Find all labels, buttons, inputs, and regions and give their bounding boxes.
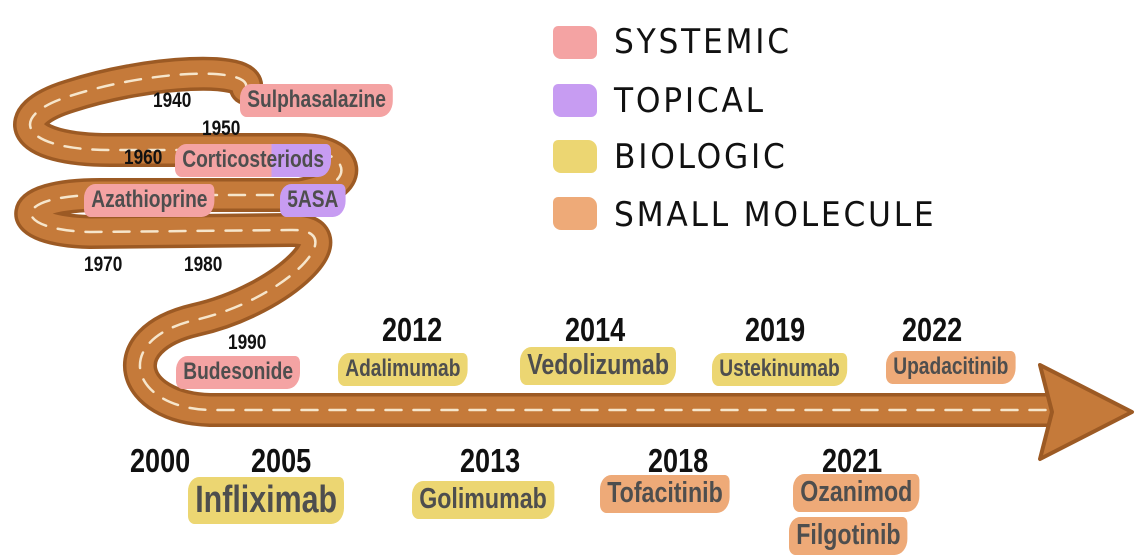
- drug-ozanimod: Ozanimod: [793, 474, 920, 512]
- legend-swatch-biologic: [553, 140, 597, 173]
- year-1980: 1980: [184, 254, 222, 275]
- legend-swatch-topical: [553, 84, 597, 117]
- year-2012: 2012: [382, 313, 442, 346]
- legend-swatch-systemic: [553, 26, 597, 59]
- year-1960: 1960: [124, 147, 162, 168]
- year-2019: 2019: [745, 313, 805, 346]
- year-1970: 1970: [84, 254, 122, 275]
- drug-tofacitinib: Tofacitinib: [600, 475, 730, 513]
- legend-label-small-molecule: SMALL MOLECULE: [614, 198, 936, 232]
- year-2021: 2021: [822, 444, 882, 477]
- road-arrow-head: [1040, 365, 1132, 459]
- drug-upadacitinib: Upadacitinib: [886, 351, 1016, 384]
- drug-5asa: 5ASA: [280, 184, 346, 217]
- drug-adalimumab: Adalimumab: [338, 353, 468, 386]
- legend-label-systemic: SYSTEMIC: [614, 25, 792, 59]
- drug-infliximab: Infliximab: [188, 477, 344, 524]
- year-2014: 2014: [565, 313, 625, 346]
- drug-sulphasalazine: Sulphasalazine: [240, 84, 393, 117]
- drug-azathioprine: Azathioprine: [84, 184, 215, 217]
- year-2018: 2018: [648, 444, 708, 477]
- drug-golimumab: Golimumab: [412, 481, 554, 519]
- legend-swatch-small-molecule: [553, 197, 597, 230]
- drug-filgotinib: Filgotinib: [789, 517, 908, 555]
- drug-budesonide: Budesonide: [176, 356, 300, 389]
- year-2005: 2005: [251, 444, 311, 477]
- year-1990: 1990: [228, 332, 266, 353]
- year-2013: 2013: [460, 444, 520, 477]
- year-2022: 2022: [902, 313, 962, 346]
- drug-ustekinumab: Ustekinumab: [712, 353, 847, 386]
- drug-vedolizumab: Vedolizumab: [520, 347, 676, 385]
- drug-corticosteriods: Corticosteriods: [175, 144, 331, 177]
- year-1940: 1940: [153, 90, 191, 111]
- legend-label-biologic: BIOLOGIC: [614, 140, 788, 174]
- year-2000: 2000: [130, 444, 190, 477]
- year-1950: 1950: [202, 118, 240, 139]
- legend-label-topical: TOPICAL: [614, 84, 766, 118]
